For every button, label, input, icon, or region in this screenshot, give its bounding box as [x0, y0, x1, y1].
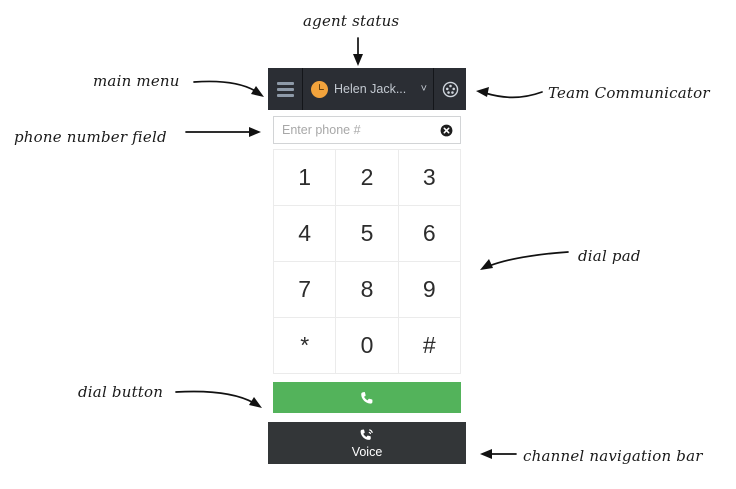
team-communicator-icon	[442, 81, 458, 97]
channel-navigation-bar: Voice	[268, 422, 466, 464]
dial-key[interactable]: 9	[398, 262, 461, 318]
annotation-channel-navigation-bar: channel navigation bar	[523, 447, 703, 465]
chevron-down-icon[interactable]: ˅	[420, 82, 427, 95]
annotation-main-menu: main menu	[93, 72, 180, 90]
team-communicator-button[interactable]	[434, 68, 466, 110]
phone-number-field[interactable]	[273, 116, 461, 144]
annotation-phone-number-field: phone number field	[14, 128, 167, 146]
dial-key[interactable]: 2	[336, 150, 399, 206]
clear-circle-x-icon	[440, 124, 452, 136]
dial-key[interactable]: 8	[336, 262, 399, 318]
widget-header: Helen Jack... ˅	[268, 68, 466, 110]
agent-desktop-widget: Helen Jack... ˅ 1 2 3 4	[268, 68, 466, 464]
dial-key[interactable]: 5	[336, 206, 399, 262]
dial-key[interactable]: 7	[274, 262, 337, 318]
annotation-agent-status: agent status	[303, 12, 400, 30]
phone-number-input[interactable]	[274, 123, 435, 137]
dial-key[interactable]: #	[398, 318, 461, 374]
voice-channel-icon	[360, 428, 373, 440]
hamburger-menu-icon	[276, 81, 294, 97]
dial-key[interactable]: *	[274, 318, 337, 374]
clear-phone-number-button[interactable]	[435, 119, 457, 141]
dial-key[interactable]: 1	[274, 150, 337, 206]
main-menu-button[interactable]	[268, 68, 303, 110]
dial-key[interactable]: 6	[398, 206, 461, 262]
voice-channel-label: Voice	[351, 444, 383, 459]
annotation-team-communicator: Team Communicator	[548, 84, 710, 102]
agent-status-control[interactable]: Helen Jack... ˅	[303, 68, 434, 110]
agent-status-name: Helen Jack...	[334, 82, 407, 96]
clock-status-icon	[311, 80, 328, 98]
dial-key[interactable]: 4	[274, 206, 337, 262]
dial-button[interactable]	[273, 382, 461, 413]
dial-key[interactable]: 3	[398, 150, 461, 206]
dial-key[interactable]: 0	[336, 318, 399, 374]
phone-handset-icon	[361, 391, 373, 404]
dial-pad: 1 2 3 4 5 6 7 8 9 * 0 #	[273, 149, 461, 374]
annotation-dial-pad: dial pad	[578, 247, 641, 265]
annotation-dial-button: dial button	[78, 383, 164, 401]
